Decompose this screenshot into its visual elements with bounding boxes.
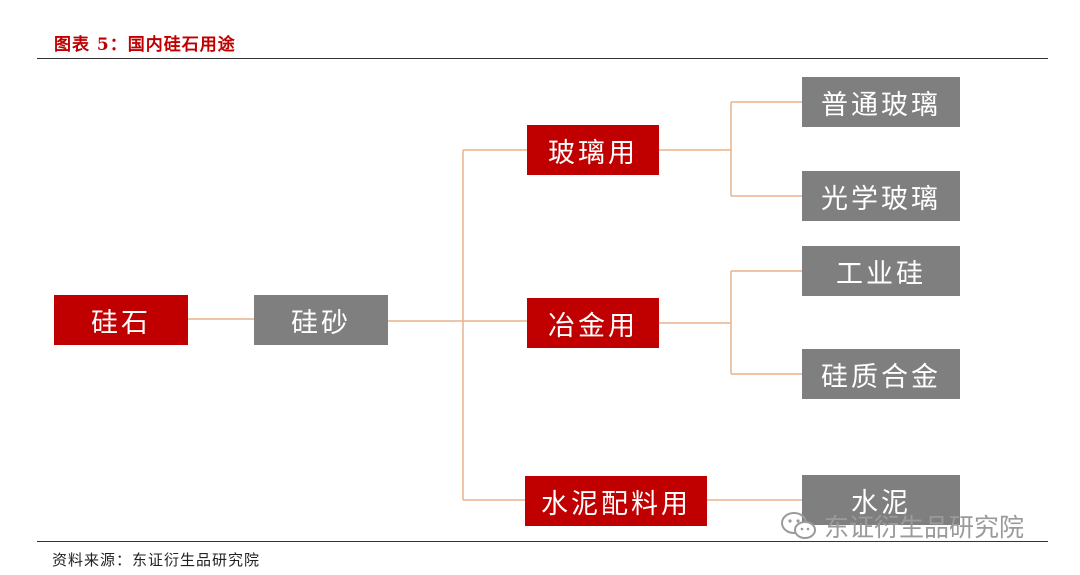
- node-ordinary-glass: 普通玻璃: [802, 77, 960, 127]
- node-industrial-silicon: 工业硅: [802, 246, 960, 296]
- bottom-divider: [37, 541, 1048, 542]
- node-metallurgy-use: 冶金用: [527, 298, 659, 348]
- node-optical-glass: 光学玻璃: [802, 171, 960, 221]
- top-divider: [37, 58, 1048, 59]
- watermark-text: 东证衍生品研究院: [824, 513, 1025, 542]
- node-silicon-alloy: 硅质合金: [802, 349, 960, 399]
- source-note: 资料来源：东证衍生品研究院: [52, 551, 261, 569]
- watermark: 东证衍生品研究院: [780, 508, 1024, 544]
- node-cement: 水泥: [802, 475, 960, 525]
- node-silica-sand: 硅砂: [254, 295, 388, 345]
- node-root: 硅石: [54, 295, 188, 345]
- wechat-icon: [781, 512, 816, 539]
- node-cement-use: 水泥配料用: [525, 476, 707, 526]
- node-glass-use: 玻璃用: [527, 125, 659, 175]
- figure-title: 图表 5：国内硅石用途: [54, 35, 236, 55]
